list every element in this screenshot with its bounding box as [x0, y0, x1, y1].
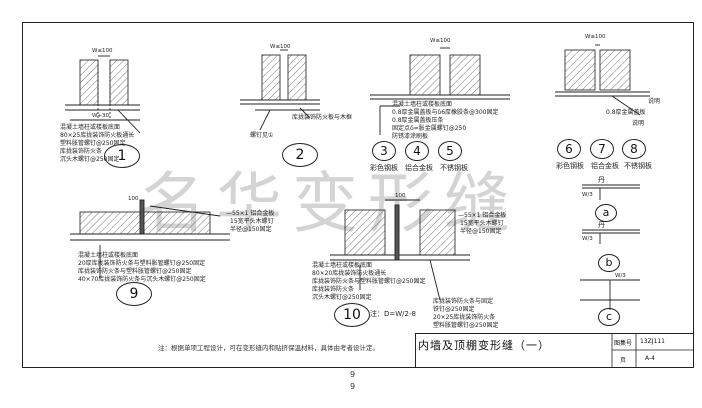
- d35-note-4: 固定点δ=胀金属螺钉@250: [392, 125, 467, 132]
- d35-note-5: 防锈漆涂刷板: [392, 133, 429, 140]
- d10-note-11: 20×25库拢装饰防火条: [433, 314, 496, 321]
- dim-w3-c: W/3: [615, 273, 626, 279]
- d35-note-1: 混凝土墙柱或楼板底面: [392, 101, 453, 108]
- detail-9-label: 9: [116, 282, 152, 306]
- d10-note-12: 塑料胀管螺钉@250固定: [433, 322, 499, 329]
- title-block: [415, 333, 694, 368]
- detail-4-label: 4: [405, 141, 429, 161]
- d10-note-6: 库拢装饰防火条与塑料胀管螺钉@250固定: [312, 278, 426, 285]
- d7-caption: 铝合金板: [591, 162, 619, 170]
- sheet-page: A-4: [645, 355, 655, 362]
- d10-note-3: 半径@150固定: [460, 228, 502, 235]
- d68-note-2: 0.8厚金属盖板: [606, 109, 646, 116]
- dim-w100-2: W≤100: [270, 44, 291, 50]
- d9-note-6: 库拢装饰防火条与塑料胀管螺钉@250固定: [78, 268, 192, 275]
- detail-7-label: 7: [590, 139, 614, 159]
- d9-note-5: 20厚库拢装饰防火条与塑料胀管螺钉@250固定: [78, 260, 206, 267]
- d3-caption: 彩色钢板: [370, 164, 398, 172]
- detail-b-label: b: [598, 254, 620, 272]
- d9-note-2: 15宽平头木螺钉: [230, 218, 274, 225]
- d1-note-1: 混凝土墙柱或楼板底面: [60, 124, 121, 131]
- d9-note-4: 混凝土墙柱或楼板底面: [78, 252, 139, 259]
- detail-5-label: 5: [438, 141, 462, 161]
- a-caption: 丹: [598, 176, 605, 184]
- d9-note-3: 半径@150固定: [230, 226, 272, 233]
- detail-6-label: 6: [557, 139, 581, 159]
- d10-note-4: 混凝土墙柱或楼板底面: [312, 262, 373, 269]
- drawing-title: 内墙及顶棚变形缝（一）: [418, 339, 550, 352]
- d2-note-2: 螺钉见①: [250, 132, 274, 139]
- dw-note: 注：D=W/2-8: [370, 310, 416, 318]
- d35-note-2: 0.8厚金属盖板与δ6厚橡胶条@300固定: [392, 109, 499, 116]
- dim-w3-a: W/3: [582, 192, 593, 198]
- dim-w100-1: W≤100: [92, 48, 113, 54]
- d10-note-10: 铁钉@250固定: [433, 306, 475, 313]
- d68-note-3: 说明: [632, 120, 645, 127]
- d9-note-7: 40×70库拢装饰防火条与沉头木螺钉@250固定: [78, 276, 206, 283]
- d35-note-3: 0.8厚金属盖板压条: [392, 117, 444, 124]
- b-caption: 丹: [598, 221, 605, 229]
- footnote: 注：根据单项工程设计，可在变形缝内和贴挤保温材料，具体由考者设计定。: [158, 344, 379, 352]
- dim-w100-4: W≤100: [585, 34, 606, 40]
- detail-a-label: a: [595, 204, 617, 222]
- atlas-no-label: 图集号: [614, 340, 633, 347]
- d1-note-3: 塑料胀管螺钉@250固定: [60, 140, 126, 147]
- d10-note-7: 库拢装饰防火条: [312, 286, 355, 293]
- detail-1-label: 1: [104, 144, 140, 168]
- d1-note-4: 库拢装饰防火条: [60, 148, 103, 155]
- d4-caption: 铝合金板: [405, 164, 433, 172]
- d1-note-2: 80×25库拢装饰防火板通长: [60, 132, 135, 139]
- d10-note-8: 沉头木螺钉@250固定: [312, 294, 372, 301]
- d68-note-1: 说明: [648, 98, 661, 105]
- detail-8-label: 8: [622, 139, 646, 159]
- page-label: 页: [620, 357, 627, 364]
- page-number: 9: [350, 370, 356, 379]
- detail-3-label: 3: [372, 141, 396, 161]
- dim-100-9: 100: [128, 196, 139, 202]
- detail-10-label: 10: [334, 303, 370, 327]
- dim-w30: W+30: [92, 113, 110, 119]
- d10-note-1: —55×1 铝合金板: [458, 212, 507, 219]
- detail-2-label: 2: [282, 143, 318, 167]
- d6-caption: 彩色钢板: [556, 162, 584, 170]
- atlas-no: 13ZJ111: [640, 338, 665, 345]
- dim-100-10: 100: [395, 193, 406, 199]
- d10-note-5: 80×20库拢装饰防火板通长: [312, 270, 387, 277]
- detail-c-label: c: [598, 308, 620, 326]
- d2-note-1: 库拢装饰防火板与木框: [292, 114, 353, 121]
- dim-w3-b: W/3: [582, 236, 593, 242]
- d5-caption: 不锈钢板: [440, 164, 468, 172]
- drawing-frame: [22, 22, 694, 368]
- d1-note-5: 沉头木螺钉@250固定: [60, 156, 120, 163]
- d8-caption: 不锈钢板: [624, 162, 652, 170]
- d10-note-2: 15宽平头木螺钉: [460, 220, 504, 227]
- dim-w100-3: W≤100: [430, 38, 451, 44]
- page-number-bottom: 9: [350, 382, 356, 391]
- d9-note-1: —55×1 铝合金板: [226, 210, 275, 217]
- d10-note-9: 库拢装饰防火条与固定: [433, 298, 494, 305]
